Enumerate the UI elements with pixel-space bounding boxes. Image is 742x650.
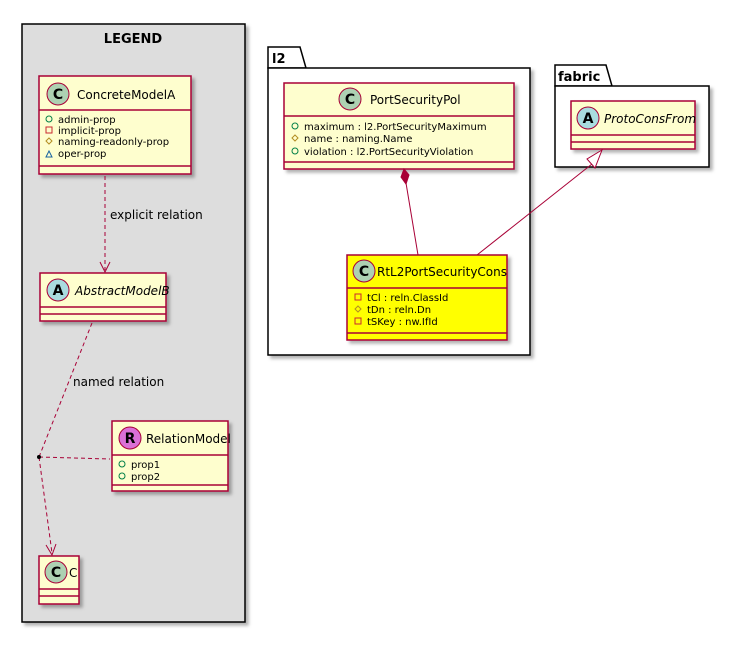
attr-tCl: tCl : reln.ClassId [367, 293, 448, 304]
class-stereotype-icon [44, 560, 68, 584]
named-relation-arrow: named relation [37, 322, 164, 557]
class-name: RtL2PortSecurityCons [377, 265, 507, 279]
protected-icon [291, 134, 299, 142]
attr-tSKey: tSKey : nw.IfId [367, 317, 438, 328]
class-name: PortSecurityPol [370, 93, 461, 107]
private-icon [45, 126, 53, 134]
stereotype-letter: C [53, 87, 63, 103]
class-name: ProtoConsFrom [604, 112, 696, 126]
explicit-relation-label: explicit relation [110, 208, 203, 222]
package-name: l2 [272, 52, 286, 67]
proto-cons-from-class[interactable]: A ProtoConsFrom [570, 100, 696, 150]
class-stereotype-icon [352, 259, 376, 283]
public-icon [118, 460, 126, 468]
public-icon [45, 115, 53, 123]
protected-icon [354, 305, 362, 313]
rt-l2-port-security-cons-class[interactable]: C RtL2PortSecurityCons tCl : reln.ClassI… [346, 254, 508, 341]
stereotype-letter: C [359, 264, 369, 280]
class-stereotype-icon [338, 87, 362, 111]
public-icon [291, 147, 299, 155]
attr-tDn: tDn : reln.Dn [367, 305, 431, 316]
concrete-model-a-class[interactable]: C ConcreteModelA admin-prop implicit-pro… [38, 75, 192, 175]
public-icon [291, 122, 299, 130]
stereotype-letter: A [53, 283, 64, 299]
explicit-relation-arrow: explicit relation [99, 176, 203, 274]
composition-diamond-icon [400, 168, 410, 186]
inheritance-triangle-icon [586, 148, 603, 169]
legend-title: LEGEND [104, 32, 163, 47]
relation-model-class[interactable]: R RelationModel prop1 prop2 [111, 420, 231, 492]
attr-admin-prop: admin-prop [58, 115, 116, 126]
package-icon [45, 149, 53, 158]
class-name: AbstractModelB [74, 284, 170, 298]
abstract-model-b-class[interactable]: A AbstractModelB [39, 272, 170, 322]
composition-edge [400, 168, 419, 256]
association-point [37, 455, 41, 459]
protected-icon [45, 137, 53, 145]
attr-maximum: maximum : l2.PortSecurityMaximum [304, 122, 487, 133]
class-name: C [69, 566, 77, 580]
attr-prop2: prop2 [131, 472, 160, 483]
stereotype-letter: C [51, 565, 61, 581]
abstract-stereotype-icon [576, 106, 600, 130]
port-security-pol-class[interactable]: C PortSecurityPol maximum : l2.PortSecur… [283, 82, 515, 170]
attr-violation: violation : l2.PortSecurityViolation [304, 147, 473, 158]
generalization-edge [476, 148, 603, 256]
private-icon [354, 317, 362, 325]
abstract-stereotype-icon [46, 278, 70, 302]
c-class[interactable]: C C [38, 555, 80, 605]
class-stereotype-icon [46, 82, 70, 106]
stereotype-letter: A [583, 111, 594, 127]
attr-name: name : naming.Name [304, 134, 412, 145]
stereotype-letter: C [345, 92, 355, 108]
stereotype-letter: R [125, 431, 136, 447]
private-icon [354, 293, 362, 301]
class-name: RelationModel [146, 432, 231, 446]
attr-naming-readonly-prop: naming-readonly-prop [58, 137, 169, 148]
class-name: ConcreteModelA [77, 88, 176, 102]
attr-oper-prop: oper-prop [58, 149, 106, 160]
attr-prop1: prop1 [131, 460, 160, 471]
package-name: fabric [558, 70, 600, 85]
relation-stereotype-icon [118, 426, 142, 450]
named-relation-label: named relation [73, 375, 164, 389]
public-icon [118, 472, 126, 480]
attr-implicit-prop: implicit-prop [58, 126, 121, 137]
